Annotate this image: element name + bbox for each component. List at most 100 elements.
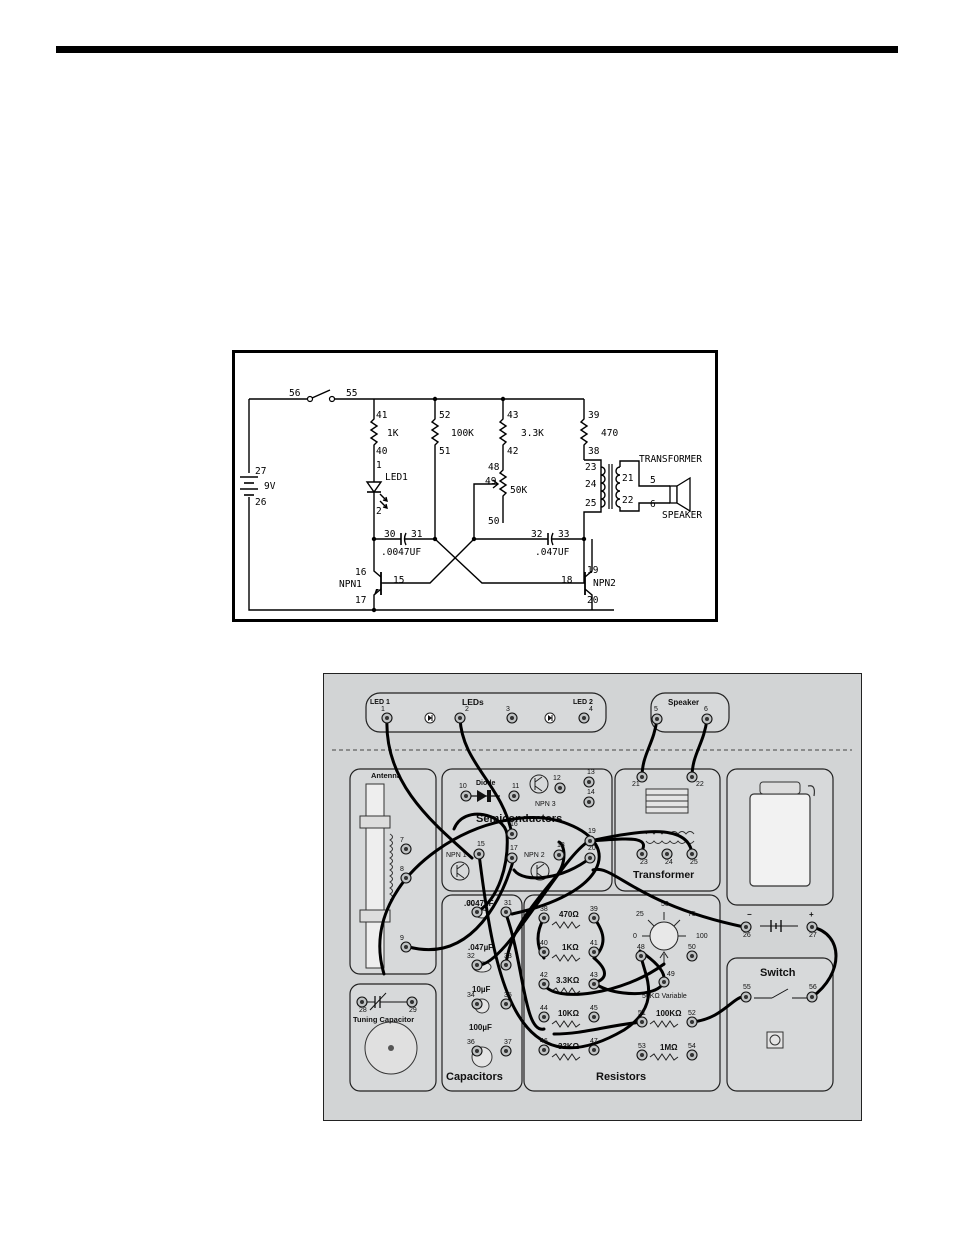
terminal-43[interactable]: 43	[588, 972, 600, 990]
terminal-45[interactable]: 45	[588, 1005, 600, 1023]
wire-5-21[interactable]	[640, 717, 659, 779]
terminal-16[interactable]: 16	[506, 821, 518, 840]
terminal-47[interactable]: 47	[588, 1038, 600, 1056]
terminal-17[interactable]: 17	[506, 845, 518, 864]
terminal-49[interactable]: 49	[658, 971, 675, 988]
wire-56-27[interactable]	[810, 925, 838, 999]
terminal-30[interactable]: 30	[467, 900, 483, 918]
npn1-terminal-16: 16	[355, 567, 367, 578]
terminal-label: 38	[540, 906, 548, 913]
terminal-21[interactable]: 21	[632, 771, 648, 788]
terminal-14[interactable]: 14	[583, 789, 595, 808]
terminal-29[interactable]: 29	[406, 996, 418, 1014]
terminal-35[interactable]: 35	[500, 992, 512, 1010]
terminal-48[interactable]: 48	[635, 944, 647, 962]
terminal-24[interactable]: 24	[661, 848, 673, 866]
terminal-6[interactable]: 6	[701, 706, 713, 725]
terminal-hole	[662, 980, 666, 984]
dial-100: 100	[696, 933, 708, 940]
terminal-53[interactable]: 53	[636, 1043, 648, 1061]
terminal-39[interactable]: 39	[588, 906, 600, 924]
terminal-56[interactable]: 56	[806, 984, 818, 1003]
terminal-44[interactable]: 44	[538, 1005, 550, 1023]
dial-25: 25	[636, 911, 644, 918]
wire-33-18[interactable]	[504, 840, 566, 967]
terminal-11[interactable]: 11	[508, 783, 520, 802]
terminal-31[interactable]: 31	[500, 900, 512, 918]
wire-31-44[interactable]	[504, 912, 546, 1031]
terminal-52[interactable]: 52	[686, 1010, 698, 1028]
battery-symbol	[240, 473, 258, 497]
terminal-54[interactable]: 54	[686, 1043, 698, 1061]
terminal-2[interactable]: 2	[454, 706, 469, 724]
terminal-46[interactable]: 46	[538, 1038, 550, 1056]
terminal-32[interactable]: 32	[467, 953, 483, 971]
terminal-50[interactable]: 50	[686, 944, 698, 962]
terminal-20[interactable]: 20	[584, 845, 596, 864]
wire-42-49[interactable]	[542, 962, 666, 996]
battery-plus: +	[809, 910, 814, 919]
wire-43-48[interactable]	[592, 949, 666, 996]
led1-icon	[424, 712, 436, 724]
terminal-label: 54	[688, 1043, 696, 1050]
wire-32-19[interactable]	[475, 839, 591, 967]
terminal-12[interactable]: 12	[553, 775, 566, 794]
terminal-label: 4	[589, 706, 593, 713]
terminal-37[interactable]: 37	[500, 1039, 512, 1057]
terminal-51[interactable]: 51	[636, 1010, 648, 1028]
wire-17-20[interactable]	[512, 856, 592, 880]
terminal-25[interactable]: 25	[686, 848, 698, 866]
terminal-label: 31	[504, 900, 512, 907]
wire-1-16[interactable]	[385, 716, 474, 860]
terminal-hole	[640, 1020, 644, 1024]
terminal-label: 2	[465, 706, 469, 713]
terminal-23[interactable]: 23	[636, 848, 648, 866]
terminal-hole	[475, 910, 479, 914]
terminal-55[interactable]: 55	[740, 984, 752, 1003]
wire-9-31[interactable]	[407, 856, 516, 951]
tuning-capacitor-title: Tuning Capacitor	[353, 1015, 414, 1024]
res-470-label: 470Ω	[559, 910, 579, 919]
terminal-hole	[410, 1000, 414, 1004]
terminal-26[interactable]: 26	[740, 921, 752, 939]
terminal-10[interactable]: 10	[459, 783, 472, 802]
c2-terminal-33: 33	[558, 529, 569, 540]
terminal-3[interactable]: 3	[506, 706, 518, 724]
wire-15-48[interactable]	[477, 852, 651, 1050]
terminal-19[interactable]: 19	[584, 828, 596, 847]
terminal-4[interactable]: 4	[578, 706, 593, 724]
schematic-svg: 56 55 27 9V 26 41 1K 40 1 LED1 2 52 100K…	[240, 388, 702, 613]
wire-20-26[interactable]	[591, 867, 746, 929]
terminal-label: 30	[467, 900, 475, 907]
terminal-38[interactable]: 38	[538, 906, 550, 924]
terminal-label: 48	[637, 944, 645, 951]
terminal-40[interactable]: 40	[538, 940, 550, 958]
terminal-41[interactable]: 41	[588, 940, 600, 958]
pot-terminal-48: 48	[488, 462, 500, 473]
terminal-hole	[360, 1000, 364, 1004]
terminal-7[interactable]: 7	[400, 837, 412, 855]
terminal-36[interactable]: 36	[467, 1039, 483, 1057]
battery-minus: −	[747, 910, 752, 919]
terminal-8[interactable]: 8	[400, 866, 412, 884]
terminal-18[interactable]: 18	[553, 842, 565, 861]
r100k-value: 100K	[451, 428, 474, 439]
terminal-33[interactable]: 33	[500, 953, 512, 971]
terminal-27[interactable]: 27	[806, 921, 818, 939]
res-10k-label: 10KΩ	[558, 1009, 580, 1018]
terminal-28[interactable]: 28	[356, 996, 368, 1014]
terminal-13[interactable]: 13	[583, 769, 595, 788]
leds-title: LEDs	[462, 697, 484, 707]
terminal-label: 45	[590, 1005, 598, 1012]
terminal-15[interactable]: 15	[473, 841, 485, 860]
terminal-9[interactable]: 9	[400, 935, 412, 953]
terminal-5[interactable]: 5	[651, 706, 663, 725]
terminal-42[interactable]: 42	[538, 972, 550, 990]
resistors-title: Resistors	[596, 1071, 646, 1083]
wire-51-45[interactable]	[552, 1020, 644, 1036]
wire-loop-a[interactable]	[378, 816, 601, 976]
terminal-22[interactable]: 22	[686, 771, 704, 788]
terminal-1[interactable]: 1	[381, 706, 393, 724]
terminal-34[interactable]: 34	[467, 992, 483, 1010]
wire-transformer-25[interactable]	[588, 830, 694, 856]
